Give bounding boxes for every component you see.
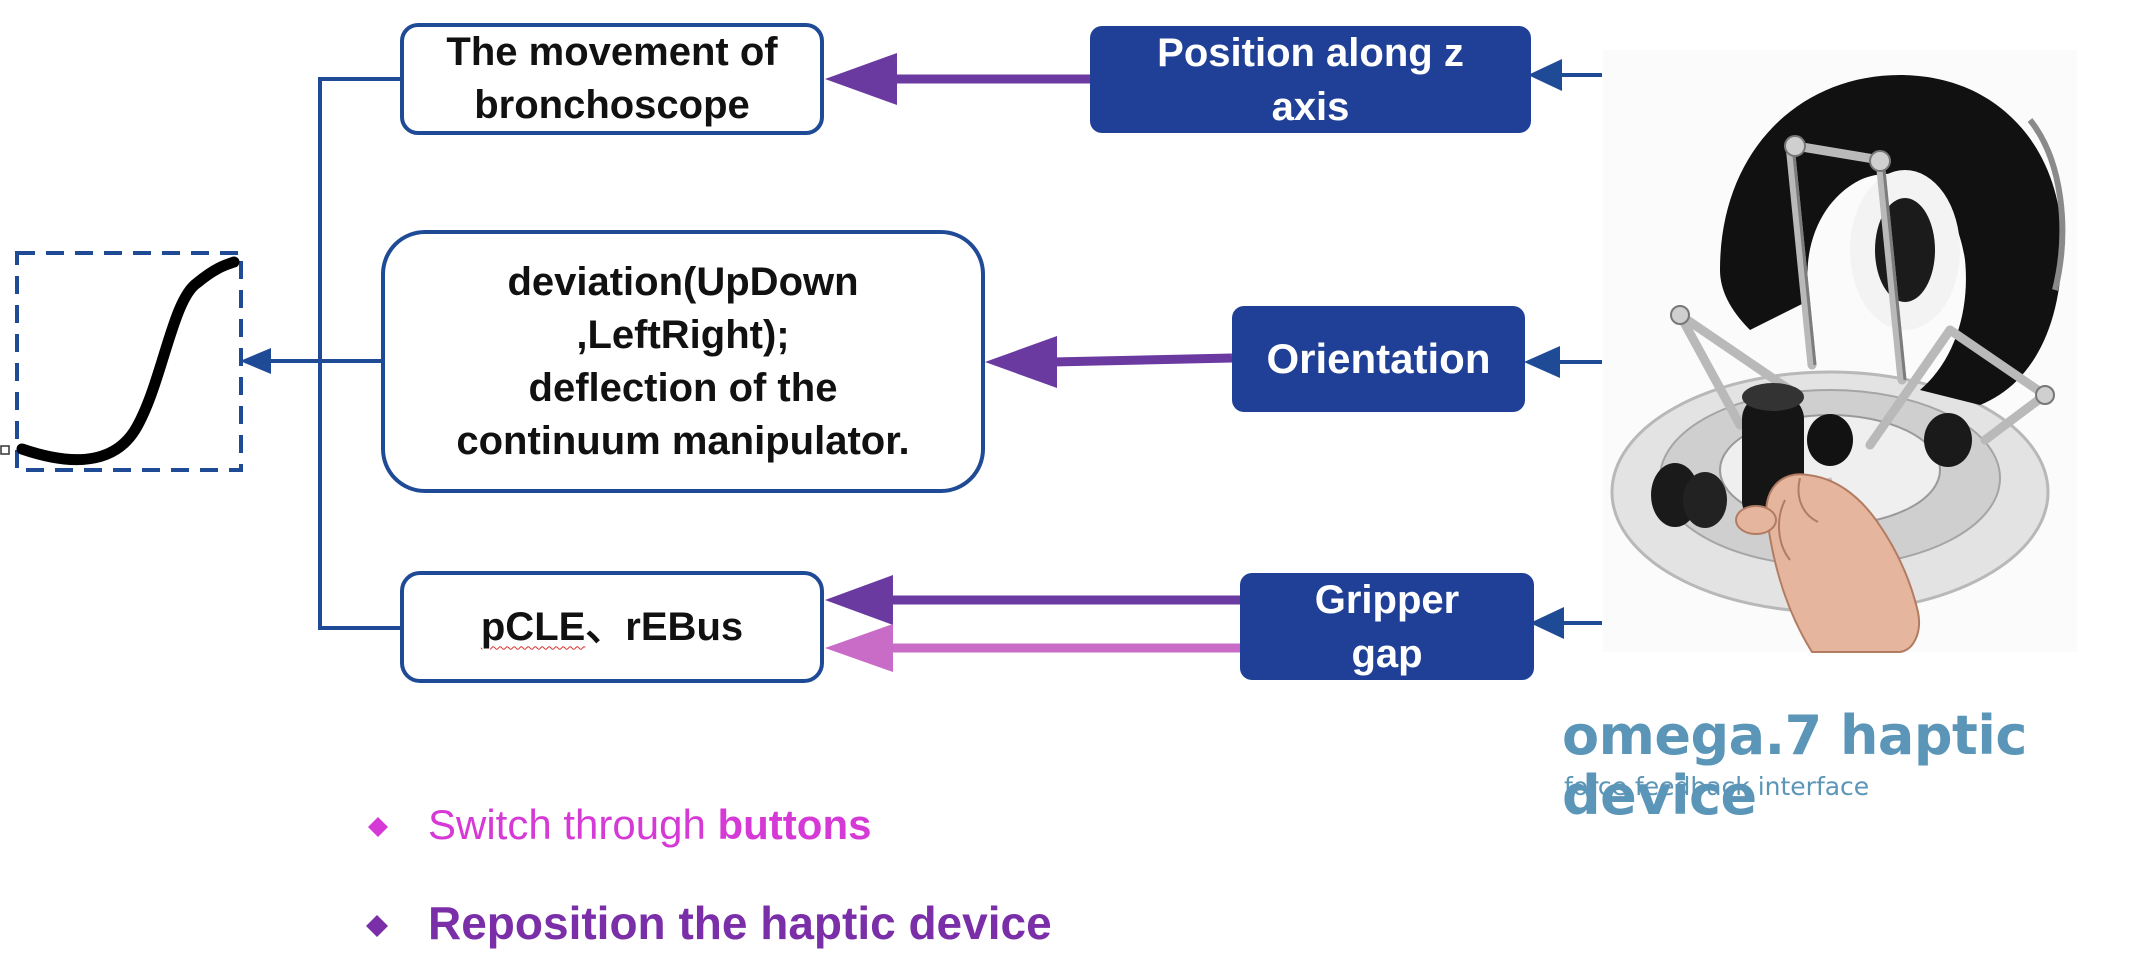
tools-label: pCLE、rEBus bbox=[481, 601, 743, 654]
bullet-reposition: Reposition the haptic device bbox=[428, 897, 1052, 949]
bronchoscope-curve-icon bbox=[16, 256, 240, 466]
deviation-line1: deviation(UpDown bbox=[507, 259, 859, 304]
device-subtitle: force feedback interface bbox=[1564, 772, 1870, 801]
position-box: Position along z axis bbox=[1090, 26, 1531, 133]
arrow-device-to-gripper bbox=[1530, 607, 1602, 639]
deviation-line4: continuum manipulator. bbox=[456, 418, 910, 463]
position-line2: axis bbox=[1271, 84, 1350, 129]
bullet-diamond-2 bbox=[366, 915, 388, 937]
deviation-box: deviation(UpDown ,LeftRight); deflection… bbox=[381, 230, 985, 493]
bullet-switch: Switch through buttons bbox=[428, 800, 1328, 850]
orientation-box: Orientation bbox=[1232, 306, 1525, 412]
arrow-orientation-to-deviation bbox=[985, 336, 1233, 388]
tools-part1: pCLE bbox=[480, 604, 586, 649]
haptic-device-photo bbox=[1603, 50, 2077, 653]
arrow-device-to-orientation bbox=[1524, 346, 1602, 378]
arrow-to-curve bbox=[240, 348, 271, 374]
gripper-line1: Gripper bbox=[1314, 577, 1460, 622]
movement-line2: bronchoscope bbox=[474, 83, 750, 127]
arrow-device-to-position bbox=[1528, 59, 1602, 91]
deviation-line2: ,LeftRight); bbox=[576, 312, 790, 357]
arrow-gripper-to-tools-light bbox=[825, 624, 1240, 672]
bullet-switch-prefix: Switch through bbox=[428, 801, 718, 848]
tools-part2: 、rEBus bbox=[585, 604, 744, 649]
gripper-line2: gap bbox=[1351, 631, 1423, 676]
device-title: omega.7 haptic device bbox=[1562, 704, 2027, 827]
tools-box: pCLE、rEBus bbox=[400, 571, 824, 683]
curve-frame bbox=[15, 251, 243, 472]
bullet-switch-emphasis: buttons bbox=[717, 801, 872, 848]
bullet-diamond-1 bbox=[368, 817, 388, 837]
arrow-gripper-to-tools-dark bbox=[825, 575, 1240, 625]
small-marker-icon bbox=[0, 445, 10, 455]
arrow-position-to-movement bbox=[825, 53, 1090, 105]
orientation-label: Orientation bbox=[1266, 335, 1491, 382]
movement-box: The movement of bronchoscope bbox=[400, 23, 824, 135]
position-line1: Position along z bbox=[1157, 30, 1464, 75]
gripper-box: Gripper gap bbox=[1240, 573, 1534, 680]
movement-line1: The movement of bbox=[446, 30, 778, 74]
deviation-line3: deflection of the bbox=[528, 365, 838, 410]
